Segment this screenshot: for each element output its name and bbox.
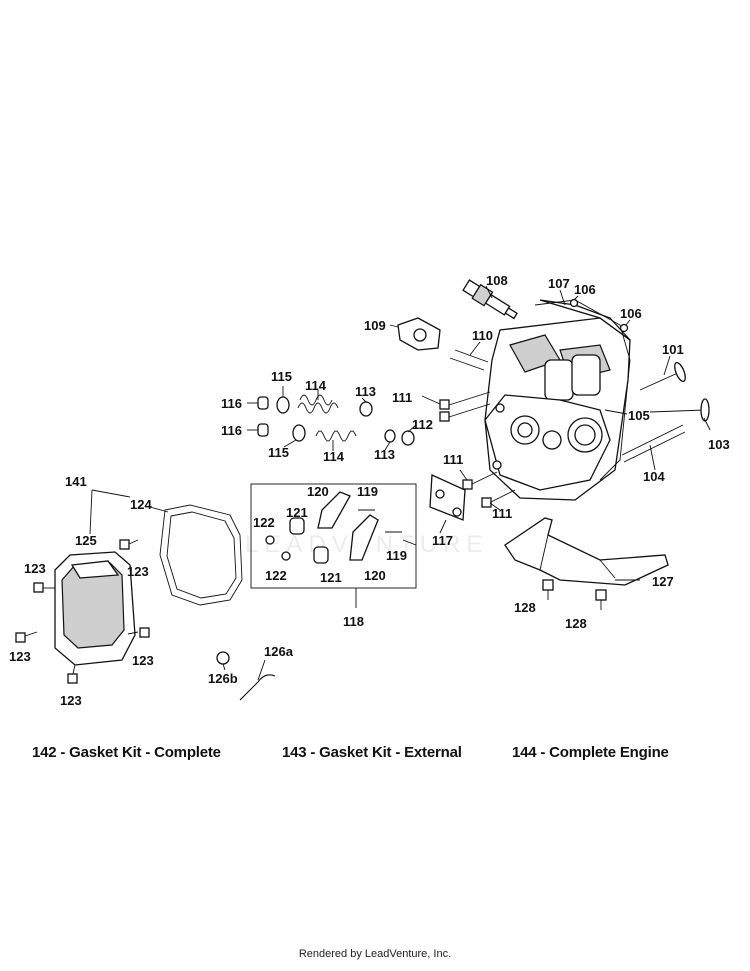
callout-101: 101 [662,342,684,357]
kit-gasket-external: 143 - Gasket Kit - External [282,744,462,761]
footer-credit: Rendered by LeadVenture, Inc. [298,948,452,960]
hose-clamp [216,651,230,665]
leader-lines [89,285,711,681]
head-gasket [534,299,631,481]
callout-111: 111 [492,506,512,521]
callout-121: 121 [320,570,342,585]
callout-126a: 126a [264,644,294,659]
callout-111: 111 [392,390,412,405]
callout-116: 116 [221,423,242,438]
callout-109: 109 [364,318,386,333]
callout-123: 123 [24,561,46,576]
callout-128: 128 [514,600,536,615]
callout-122: 122 [253,515,275,530]
callout-123: 123 [127,564,149,579]
deflector-bracket [504,517,669,586]
callout-105: 105 [628,408,650,423]
valve-springs [297,394,357,442]
callout-106: 106 [574,282,596,297]
callout-114: 114 [323,449,345,464]
callout-127: 127 [652,574,674,589]
kit-complete-engine: 144 - Complete Engine [512,744,669,761]
callout-123: 123 [132,653,154,668]
callout-128: 128 [565,616,587,631]
callout-120: 120 [307,484,329,499]
callout-122: 122 [265,568,287,583]
callout-116: 116 [221,396,242,411]
callout-119: 119 [386,548,407,563]
callout-108: 108 [486,273,508,288]
kit-gasket-complete: 142 - Gasket Kit - Complete [32,744,221,761]
head-bolts-upper [439,391,491,422]
callout-115: 115 [268,445,289,460]
callout-114: 114 [305,378,327,393]
dowel-pin [619,323,629,333]
callout-107: 107 [548,276,570,291]
callout-126b: 126b [208,671,238,686]
callout-113: 113 [355,384,376,399]
callout-124: 124 [130,497,152,512]
callout-112: 112 [412,417,433,432]
dowel-pin [569,298,579,308]
part-callouts: 108 107 106 106 109 110 101 111 105 103 … [9,273,730,708]
callout-106: 106 [620,306,642,321]
callout-113: 113 [374,447,395,462]
callout-110: 110 [472,328,493,343]
breather-tube [239,674,276,701]
callout-115: 115 [271,369,292,384]
callout-125: 125 [75,533,97,548]
callout-103: 103 [708,437,730,452]
valve-cover-gasket [159,504,243,606]
callout-111: 111 [443,452,463,467]
cylinder-head [484,299,631,501]
callout-141: 141 [65,474,87,489]
callout-118: 118 [343,614,364,629]
callout-121: 121 [286,505,308,520]
rocker-kit-box [250,483,417,589]
callout-120: 120 [364,568,386,583]
callout-119: 119 [357,484,378,499]
callout-104: 104 [643,469,665,484]
callout-123: 123 [60,693,82,708]
valve-cover-bolts [15,539,150,684]
callout-123: 123 [9,649,31,664]
spark-plug [462,279,518,320]
callout-117: 117 [432,533,453,548]
